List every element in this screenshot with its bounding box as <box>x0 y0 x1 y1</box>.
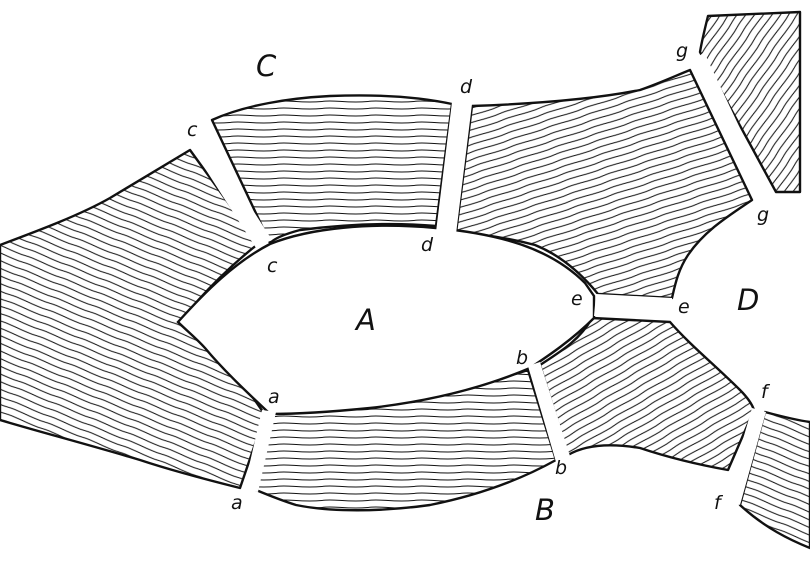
region-label-a: A <box>354 303 376 337</box>
region-label-b: B <box>535 493 555 527</box>
joint-label-b-bottom: b <box>555 457 567 479</box>
joint-label-d-bottom: d <box>421 234 434 256</box>
joint-label-g-top: g <box>676 40 688 62</box>
joint-label-b-top: b <box>516 347 528 369</box>
joint-label-e-left: e <box>571 288 583 310</box>
joint-label-c-bottom: c <box>267 255 278 277</box>
joint-label-a-top: a <box>268 386 280 408</box>
joint-label-f-top: f <box>761 381 771 403</box>
joint-label-a-bottom: a <box>231 492 243 514</box>
joint-slit-e <box>594 294 672 318</box>
region-label-d: D <box>737 283 759 317</box>
joint-label-e-right: e <box>678 296 690 318</box>
joint-label-c-top: c <box>187 119 198 141</box>
joint-label-g-bottom: g <box>757 204 769 226</box>
region-label-c: C <box>256 49 277 83</box>
lower-right-piece <box>540 318 754 470</box>
joint-label-d-top: d <box>460 76 473 98</box>
joint-label-f-bottom: f <box>714 492 724 514</box>
